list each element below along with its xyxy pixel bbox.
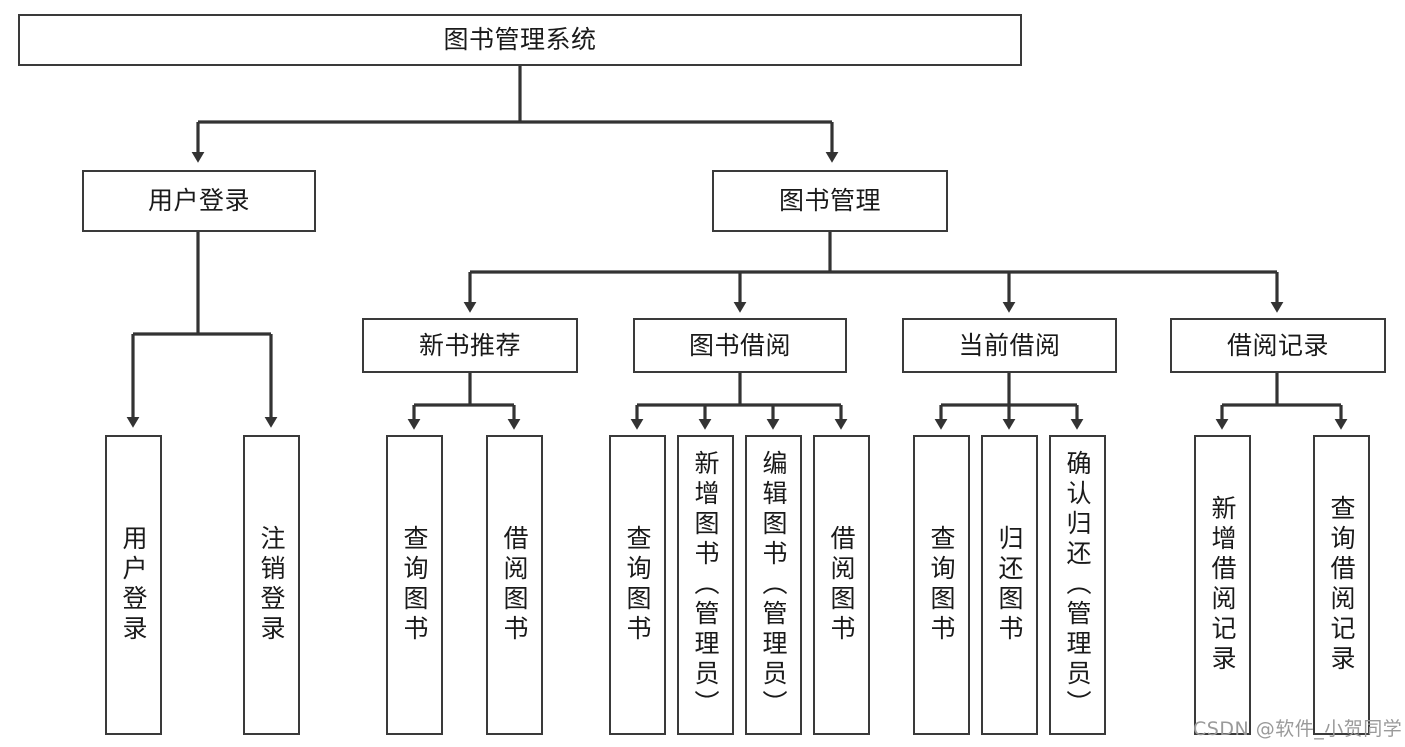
leaf-user-login-label: 用户登录 (119, 525, 148, 645)
leaf-borrow-book-1-label: 借阅图书 (500, 525, 529, 645)
node-new-book-recommend[interactable]: 新书推荐 (362, 318, 578, 373)
node-book-management-label: 图书管理 (778, 186, 881, 216)
leaf-borrow-book-2-label: 借阅图书 (827, 525, 856, 645)
leaf-return-book-label: 归还图书 (995, 525, 1024, 645)
watermark: CSDN @软件_小贺同学 (1193, 718, 1403, 740)
leaf-query-book-3[interactable]: 查询图书 (913, 435, 970, 735)
leaf-borrow-book-1[interactable]: 借阅图书 (486, 435, 543, 735)
node-borrow-record[interactable]: 借阅记录 (1170, 318, 1386, 373)
leaf-add-book[interactable]: 新增图书（管理员） (677, 435, 734, 735)
leaf-logout-label: 注销登录 (257, 525, 286, 645)
node-borrow-record-label: 借阅记录 (1226, 330, 1329, 360)
leaf-query-record[interactable]: 查询借阅记录 (1313, 435, 1370, 735)
leaf-query-record-label: 查询借阅记录 (1327, 495, 1356, 675)
leaf-query-book-1[interactable]: 查询图书 (386, 435, 443, 735)
leaf-query-book-1-label: 查询图书 (400, 525, 429, 645)
leaf-query-book-2-label: 查询图书 (623, 525, 652, 645)
node-book-borrow[interactable]: 图书借阅 (633, 318, 847, 373)
leaf-logout[interactable]: 注销登录 (243, 435, 300, 735)
leaf-query-book-2[interactable]: 查询图书 (609, 435, 666, 735)
node-new-book-recommend-label: 新书推荐 (418, 330, 521, 360)
leaf-add-book-label: 新增图书（管理员） (691, 450, 720, 720)
leaf-borrow-book-2[interactable]: 借阅图书 (813, 435, 870, 735)
node-user-login[interactable]: 用户登录 (82, 170, 316, 232)
node-current-borrow[interactable]: 当前借阅 (902, 318, 1117, 373)
node-book-management[interactable]: 图书管理 (712, 170, 948, 232)
node-book-borrow-label: 图书借阅 (688, 330, 791, 360)
node-current-borrow-label: 当前借阅 (958, 330, 1061, 360)
node-root[interactable]: 图书管理系统 (18, 14, 1022, 66)
leaf-return-book[interactable]: 归还图书 (981, 435, 1038, 735)
node-user-login-label: 用户登录 (147, 186, 250, 216)
leaf-confirm-return[interactable]: 确认归还（管理员） (1049, 435, 1106, 735)
leaf-user-login[interactable]: 用户登录 (105, 435, 162, 735)
leaf-query-book-3-label: 查询图书 (927, 525, 956, 645)
leaf-add-record[interactable]: 新增借阅记录 (1194, 435, 1251, 735)
node-root-label: 图书管理系统 (443, 25, 597, 55)
leaf-edit-book-label: 编辑图书（管理员） (759, 450, 788, 720)
leaf-add-record-label: 新增借阅记录 (1208, 495, 1237, 675)
leaf-confirm-return-label: 确认归还（管理员） (1063, 450, 1092, 720)
leaf-edit-book[interactable]: 编辑图书（管理员） (745, 435, 802, 735)
